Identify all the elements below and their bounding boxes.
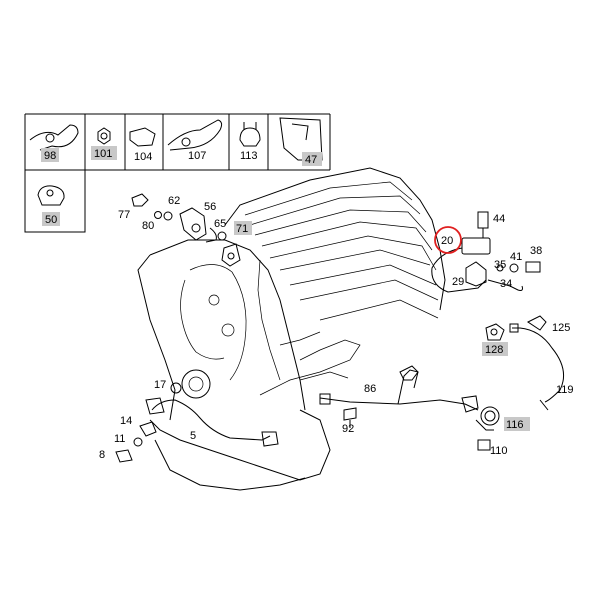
callout-116: 116: [506, 419, 524, 431]
callout-71-highlight: [234, 221, 252, 235]
clamp-116-part: [475, 406, 500, 451]
callout-62: 62: [168, 195, 180, 207]
callout-77: 77: [118, 209, 130, 221]
clip-113-icon: [239, 122, 261, 147]
callout-14: 14: [120, 415, 132, 427]
legend-label-104: 104: [134, 151, 152, 163]
callout-92: 92: [342, 423, 354, 435]
callout-125: 125: [552, 322, 570, 334]
nut-101-icon: [91, 127, 117, 160]
sensor-56-assembly: [131, 193, 227, 243]
callout-44: 44: [493, 213, 505, 225]
wire-14-assembly: [115, 382, 279, 463]
clip-104-icon: [129, 127, 156, 147]
callout-41: 41: [510, 251, 522, 263]
clip-50-icon: [37, 185, 65, 226]
legend-label-113: 113: [240, 150, 258, 162]
callout-20: 20: [441, 235, 453, 247]
legend-label-98: 98: [44, 150, 56, 162]
clamp-98-icon: [29, 124, 79, 162]
legend-label-107: 107: [188, 150, 206, 162]
callout-8: 8: [99, 449, 105, 461]
callout-128-highlight: [482, 342, 508, 356]
callout-34: 34: [500, 278, 512, 290]
legend-grid: [24, 113, 331, 233]
wire-86-harness: [319, 365, 479, 428]
callout-35: 35: [494, 259, 506, 271]
camshaft-sensor-assembly: [431, 211, 541, 293]
legend-label-101: 101: [94, 148, 112, 160]
wire-125-119: [485, 315, 565, 411]
callout-116-highlight: [504, 417, 530, 431]
legend-label-47: 47: [305, 154, 317, 166]
callout-11: 11: [114, 433, 125, 445]
callout-labels: 77 80 62 56 65 71 20 44 41 38 35 29 34 1…: [99, 195, 574, 461]
callout-86: 86: [364, 383, 376, 395]
engine-block-drawing: [137, 167, 446, 491]
legend-label-50: 50: [45, 214, 57, 226]
callout-65: 65: [214, 218, 226, 230]
sensor-71-part: [221, 243, 241, 267]
callout-38: 38: [530, 245, 542, 257]
callout-71: 71: [236, 223, 248, 235]
callout-80: 80: [142, 220, 154, 232]
callout-29: 29: [452, 276, 464, 288]
callout-110: 110: [490, 445, 508, 457]
callout-17: 17: [154, 379, 166, 391]
callout-56: 56: [204, 201, 216, 213]
callout-20-circle: [434, 226, 462, 254]
callout-5: 5: [190, 430, 196, 442]
callout-128: 128: [485, 344, 503, 356]
callout-119: 119: [556, 384, 574, 396]
clamp-107-icon: [167, 119, 223, 151]
bracket-47-icon: [279, 117, 323, 166]
